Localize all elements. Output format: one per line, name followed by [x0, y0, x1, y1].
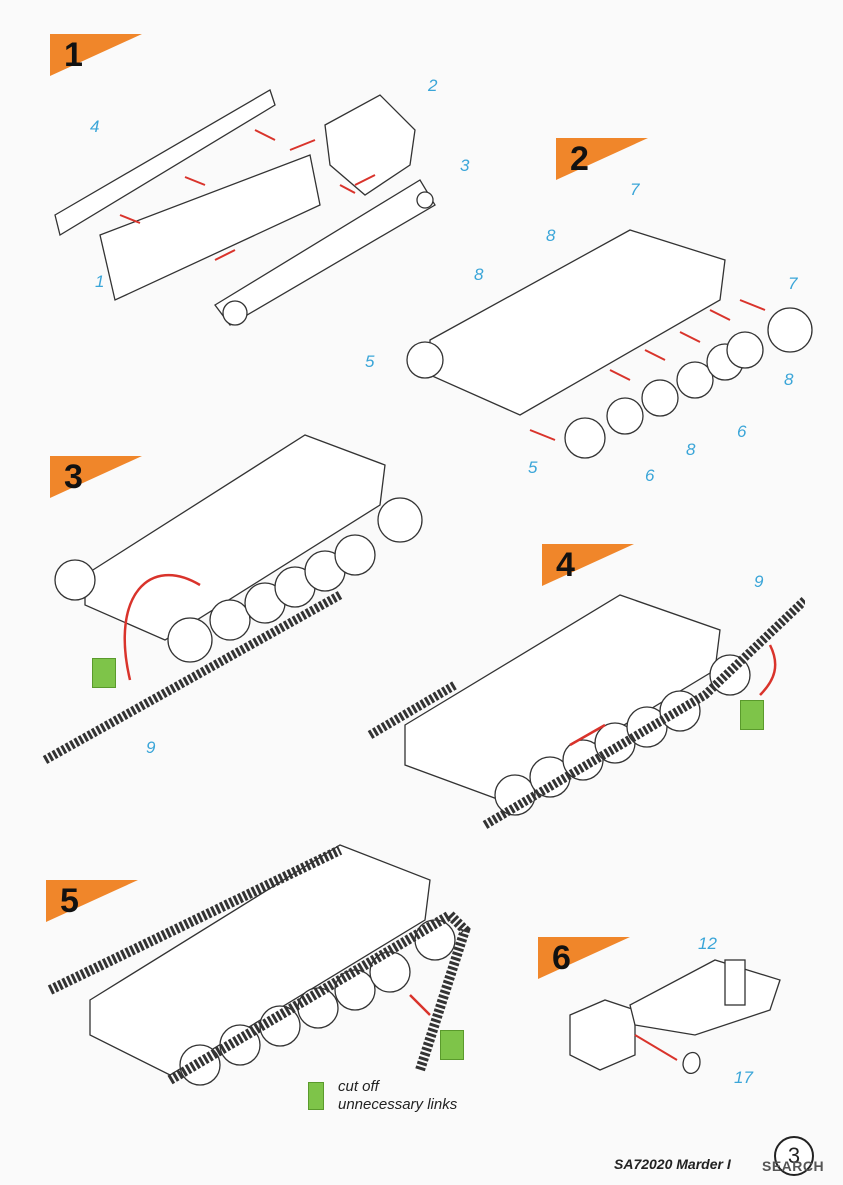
- callout-1: 1: [95, 272, 105, 291]
- kit-code: SA72020 Marder I: [614, 1156, 731, 1172]
- step-4-badge: 4: [542, 544, 634, 586]
- callout-5a: 5: [365, 352, 375, 371]
- step-number: 4: [556, 546, 575, 584]
- step-3-drawing: [42, 434, 423, 764]
- step-number: 1: [64, 36, 83, 74]
- callout-5b: 5: [528, 458, 538, 477]
- callout-8d: 8: [686, 440, 696, 459]
- step-6-drawing: [569, 959, 781, 1074]
- callout-9b: 9: [754, 572, 764, 591]
- cut-note-line-1: cut off: [338, 1078, 379, 1095]
- step-number: 5: [60, 882, 79, 920]
- callout-9a: 9: [146, 738, 156, 757]
- step-2-badge: 2: [556, 138, 648, 180]
- page-number: 3: [774, 1136, 814, 1176]
- cut-icon: [308, 1082, 324, 1110]
- glue-icon: [740, 700, 764, 730]
- callout-17: 17: [734, 1068, 753, 1087]
- step-2-drawing: [406, 229, 813, 459]
- step-1-drawing: [54, 89, 436, 326]
- step-3-badge: 3: [50, 456, 142, 498]
- callout-6b: 6: [737, 422, 747, 441]
- step-5-badge: 5: [46, 880, 138, 922]
- callout-7b: 7: [788, 274, 798, 293]
- callout-2: 2: [428, 76, 438, 95]
- callout-8b: 8: [474, 265, 484, 284]
- callout-4: 4: [90, 117, 100, 136]
- cut-note: cut off unnecessary links: [338, 1078, 457, 1114]
- callout-8a: 8: [546, 226, 556, 245]
- callout-6a: 6: [645, 466, 655, 485]
- callout-3: 3: [460, 156, 470, 175]
- callout-12: 12: [698, 934, 717, 953]
- step-number: 2: [570, 140, 589, 178]
- step-6-badge: 6: [538, 937, 630, 979]
- cut-note-line-2: unnecessary links: [338, 1096, 458, 1113]
- step-number: 3: [64, 458, 83, 496]
- callout-7a: 7: [630, 180, 640, 199]
- watermark: SEARCH: [762, 1158, 825, 1174]
- glue-icon: [440, 1030, 464, 1060]
- step-4-drawing: [367, 594, 805, 829]
- glue-icon: [92, 658, 116, 688]
- step-1-badge: 1: [50, 34, 142, 76]
- step-5-drawing: [47, 844, 471, 1086]
- step-number: 6: [552, 939, 571, 977]
- callout-8c: 8: [784, 370, 794, 389]
